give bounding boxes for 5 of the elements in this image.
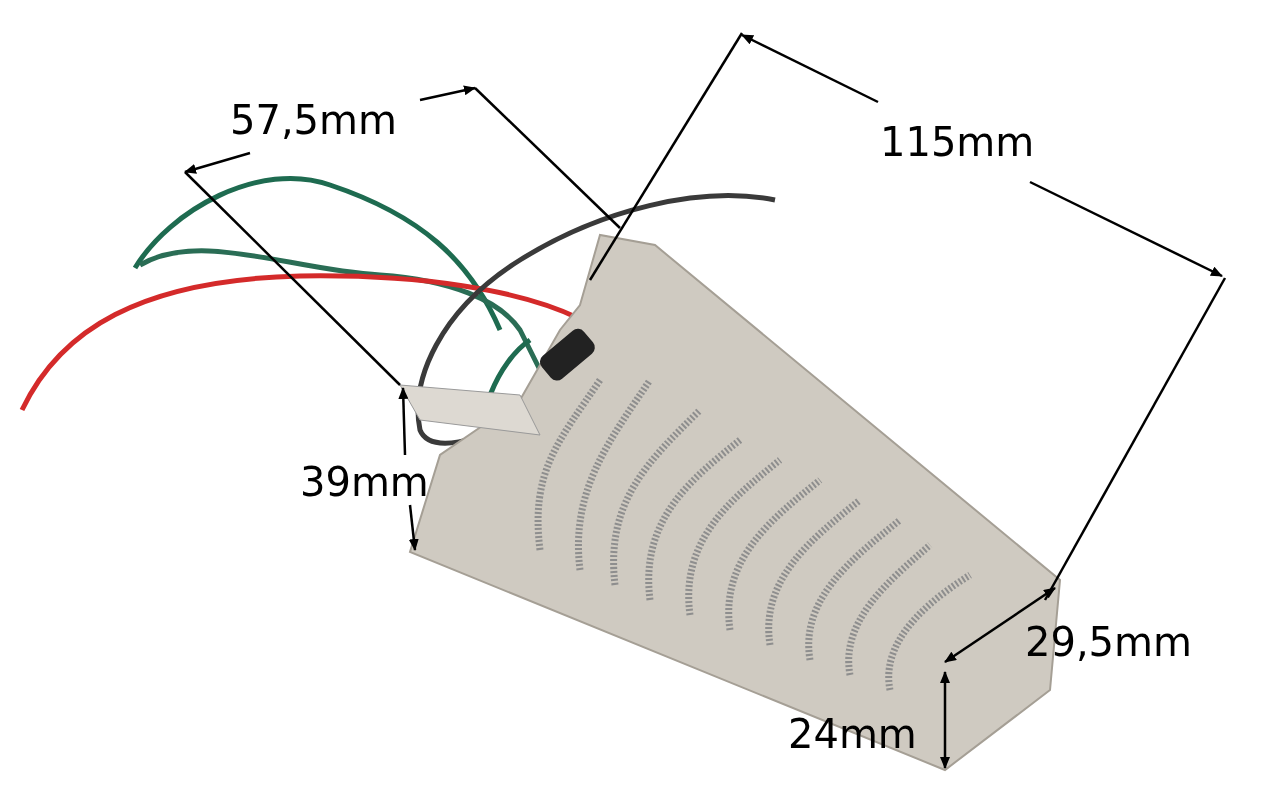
dimension-label: 115mm [880,122,1035,162]
dimension-label: 29,5mm [1025,622,1192,662]
dimension-label: 39mm [300,462,429,502]
dimension-label: 57,5mm [230,100,397,140]
dimension-label: 24mm [788,714,917,754]
